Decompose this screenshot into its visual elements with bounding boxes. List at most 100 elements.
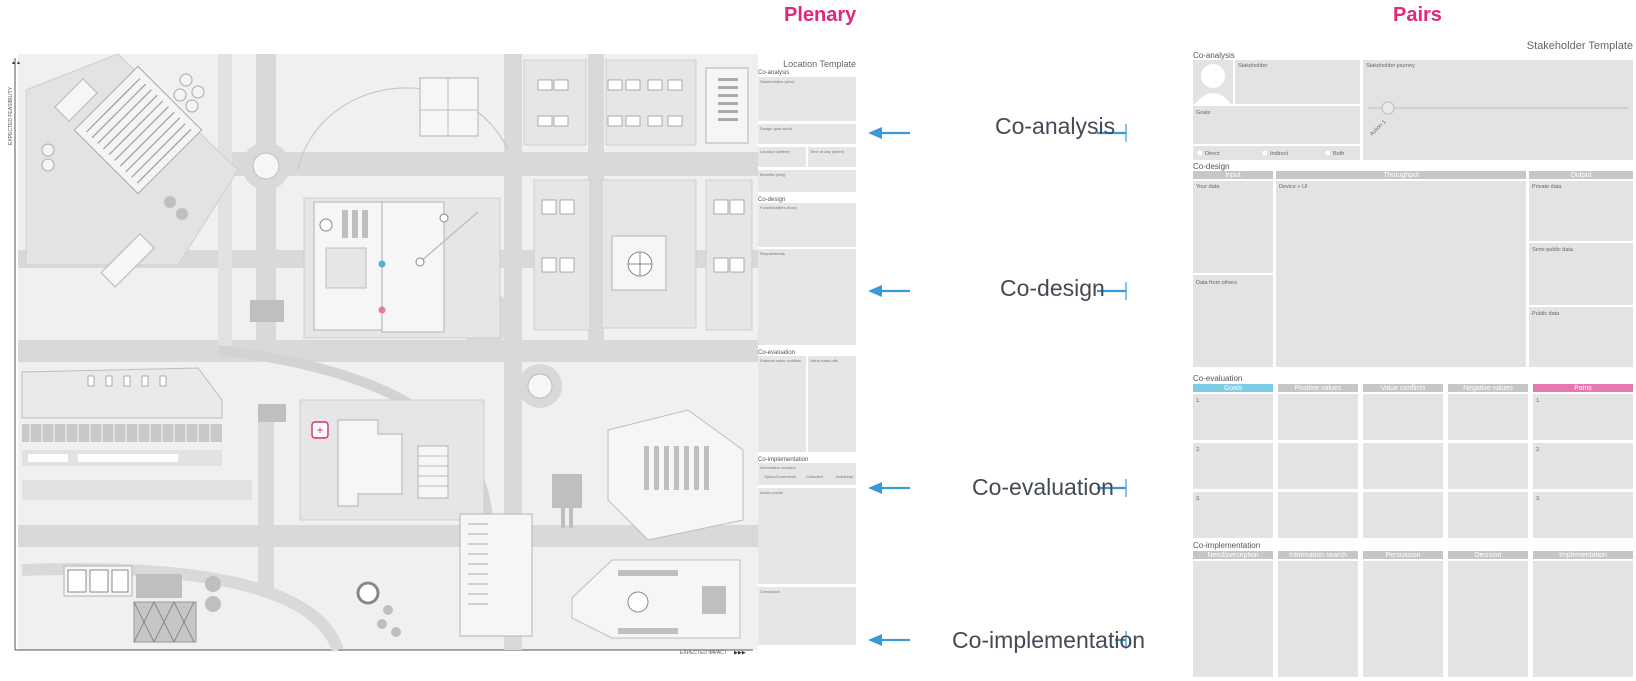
st-direct[interactable]: Direct — [1205, 151, 1220, 157]
lt-option-1: Option/Comments — [764, 474, 796, 479]
st-eval-header-pains: Pains — [1574, 385, 1592, 392]
st-indirect[interactable]: Indirect — [1270, 151, 1289, 157]
lt-requirements-box — [758, 249, 856, 345]
lt-co-implementation-label: Co-implementation — [758, 457, 808, 463]
building-top — [419, 77, 479, 137]
st-data-from-others-box — [1193, 275, 1273, 367]
arrow-co-evaluation — [868, 479, 1127, 497]
lt-time-box — [808, 147, 856, 167]
location-template-title: Location Template — [783, 59, 856, 69]
bridge — [459, 513, 533, 637]
lt-option-3: Individual — [836, 474, 853, 479]
st-semi-public-label: Semi-public data — [1532, 247, 1574, 253]
tree — [41, 143, 55, 157]
lt-functionalities-box — [758, 203, 856, 247]
lt-decision-box — [758, 463, 856, 485]
lt-design-goal-label: Design goal world — [760, 126, 792, 131]
st-pains-row-1: 1. — [1536, 398, 1541, 404]
st-eval-row-2: 2. — [1196, 447, 1201, 453]
lt-design-goal-box — [758, 124, 856, 144]
phase-label-co-implementation: Co-implementation — [952, 627, 1146, 653]
st-input-header: Input — [1225, 172, 1241, 179]
block-tr — [523, 59, 587, 146]
st-co-analysis-label: Co-analysis — [1193, 51, 1235, 60]
st-impl-grid — [1193, 561, 1633, 677]
arrow-co-implementation — [868, 631, 1127, 649]
st-both[interactable]: Both — [1333, 151, 1344, 157]
lt-conclusion-box — [758, 587, 856, 645]
lt-location-label: Location (where) — [760, 149, 790, 154]
st-device-label: Device + UI — [1279, 184, 1308, 190]
avatar-icon — [1201, 64, 1225, 88]
stakeholder-template: Stakeholder Template Co-analysis Stakeho… — [1193, 40, 1633, 677]
rail-track — [22, 480, 252, 500]
st-impl-header-implementation: Implementation — [1559, 552, 1607, 559]
st-eval-grid — [1193, 394, 1633, 538]
hospital-building — [337, 419, 403, 507]
block-tr — [605, 59, 697, 146]
st-co-evaluation-label: Co-evaluation — [1193, 374, 1242, 383]
st-impl-header-decision: Decision — [1475, 552, 1502, 559]
lt-stakeholders-box — [758, 77, 856, 121]
blue-marker — [378, 260, 386, 268]
lt-stakeholders-label: Stakeholders (who) — [760, 79, 795, 84]
st-pains-row-3: 3. — [1536, 496, 1541, 502]
crosswalk-v — [218, 54, 232, 354]
tree — [41, 158, 55, 172]
lt-benefits-label: Benefits (why) — [760, 172, 786, 177]
x-axis-label: EXPECTED IMPACT — [680, 650, 727, 656]
st-stakeholder-label: Stakeholder — [1238, 63, 1268, 69]
st-impl-header-info: Information search — [1289, 552, 1347, 559]
hospital-icon — [311, 421, 329, 439]
road-h4 — [18, 525, 758, 547]
road-v2 — [504, 54, 522, 650]
pairs-heading: Pairs — [1393, 4, 1442, 26]
st-co-implementation-label: Co-implementation — [1193, 541, 1260, 550]
y-axis-label: EXPECTED FEASIBILITY — [8, 86, 14, 145]
svg-text:+: + — [316, 423, 323, 437]
lt-benefits-box — [758, 170, 856, 192]
lt-external-value-box — [758, 356, 806, 452]
pink-marker — [378, 306, 386, 314]
tree-dark — [176, 208, 188, 220]
gate-block — [258, 404, 286, 422]
st-eval-row-1: 1. — [1196, 398, 1201, 404]
st-private-data-box — [1529, 181, 1633, 241]
st-eval-header-positive: Positive values — [1295, 385, 1342, 392]
st-impl-header-persuasion: Persuasion — [1385, 552, 1420, 559]
phase-arrows — [868, 124, 1127, 649]
round-feature — [356, 581, 380, 605]
st-public-data-box — [1529, 307, 1633, 367]
y-axis-arrows: ▲▲ — [11, 60, 21, 66]
st-device-box — [1276, 181, 1526, 367]
lt-option-2: Collective — [806, 474, 824, 479]
arrow-co-design — [868, 282, 1127, 300]
tree — [191, 85, 205, 99]
st-journey-label: Stakeholder journey — [1366, 63, 1415, 69]
lt-functionalities-label: Functionalities (how) — [760, 205, 797, 210]
lt-trade-offs-label: Value trade-offs — [810, 358, 838, 363]
st-semi-public-box — [1529, 243, 1633, 305]
st-eval-header-negative: Negative values — [1463, 385, 1513, 392]
lt-co-evaluation-label: Co-evaluation — [758, 350, 795, 356]
st-your-data-label: Your data — [1196, 184, 1220, 190]
lt-co-analysis-label: Co-analysis — [758, 70, 789, 76]
arrow-co-analysis — [868, 124, 1127, 142]
lt-decision-label: Information decision — [760, 465, 796, 470]
lt-action-points-box — [758, 488, 856, 584]
tree-dark — [164, 196, 176, 208]
st-type-box — [1193, 146, 1360, 160]
st-eval-header-goals: Goals — [1224, 385, 1243, 392]
lt-external-value-label: External value conflicts — [760, 358, 801, 363]
solar-roof — [73, 65, 203, 195]
lt-conclusion-label: Conclusion — [760, 589, 780, 594]
road-h3 — [18, 340, 758, 362]
phase-label-co-evaluation: Co-evaluation — [972, 474, 1114, 500]
lt-co-design-label: Co-design — [758, 197, 785, 203]
lt-location-box — [758, 147, 806, 167]
small-building-tl — [53, 77, 99, 123]
tree — [173, 88, 187, 102]
lt-requirements-label: Requirements — [760, 251, 785, 256]
containers — [133, 601, 197, 643]
tower — [552, 474, 582, 508]
